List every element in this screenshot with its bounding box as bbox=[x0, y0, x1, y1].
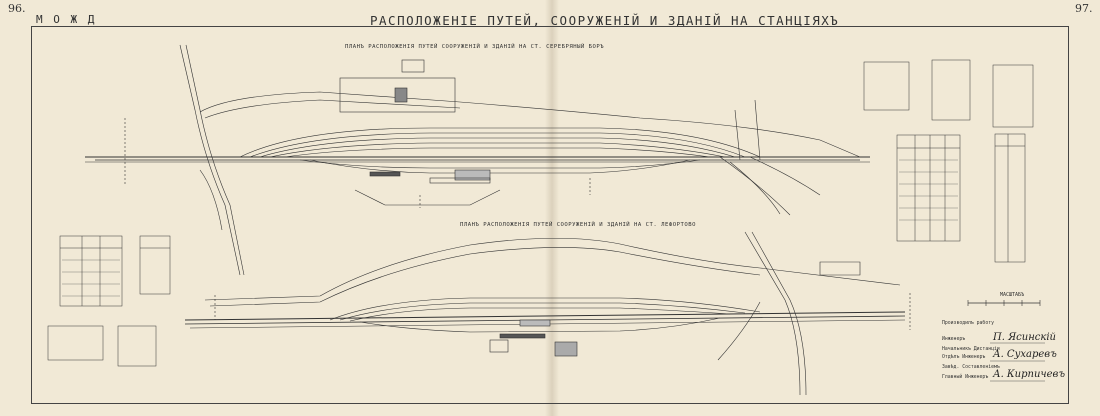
sheet-title: РАСПОЛОЖЕНІЕ ПУТЕЙ, СООРУЖЕНІЙ И ЗДАНІЙ … bbox=[370, 13, 840, 28]
org-label: М О Ж Д bbox=[36, 13, 97, 26]
signature-role: Инженеръ bbox=[942, 337, 966, 342]
page-number-left: 96. bbox=[8, 2, 26, 15]
page-number-right: 97. bbox=[1075, 2, 1093, 15]
signature-name: П. Ясинскій bbox=[993, 332, 1056, 343]
plan-title-serebryany-bor: ПЛАНЪ РАСПОЛОЖЕНІЯ ПУТЕЙ СООРУЖЕНІЙ И ЗД… bbox=[345, 44, 605, 50]
upper-station-plan bbox=[85, 44, 870, 276]
scale-label: МАСШТАБЪ bbox=[1000, 292, 1025, 298]
signature-lines bbox=[990, 342, 1045, 382]
signature-role: Главный Инженеръ bbox=[942, 375, 989, 380]
signature-role: Отдѣлъ Инженеръ bbox=[942, 355, 986, 360]
signature-role: Начальникъ Дистанціи bbox=[942, 347, 1000, 352]
signature-name: А. Кирпичевъ bbox=[993, 369, 1066, 380]
scale-bar bbox=[967, 300, 1041, 306]
lower-station-plan bbox=[184, 231, 911, 396]
drawing-frame bbox=[31, 26, 1069, 404]
signature-role: Завѣд. Составленіемъ bbox=[942, 365, 1000, 370]
legend-tables bbox=[47, 59, 1034, 367]
plan-title-lefortovo: ПЛАНЪ РАСПОЛОЖЕНІЯ ПУТЕЙ СООРУЖЕНІЙ И ЗД… bbox=[460, 222, 696, 228]
legend-row-lines bbox=[62, 159, 958, 297]
page-fold bbox=[545, 0, 559, 416]
signature-role: Производилъ работу bbox=[942, 321, 994, 326]
signature-name: А. Сухаревъ bbox=[993, 349, 1057, 360]
